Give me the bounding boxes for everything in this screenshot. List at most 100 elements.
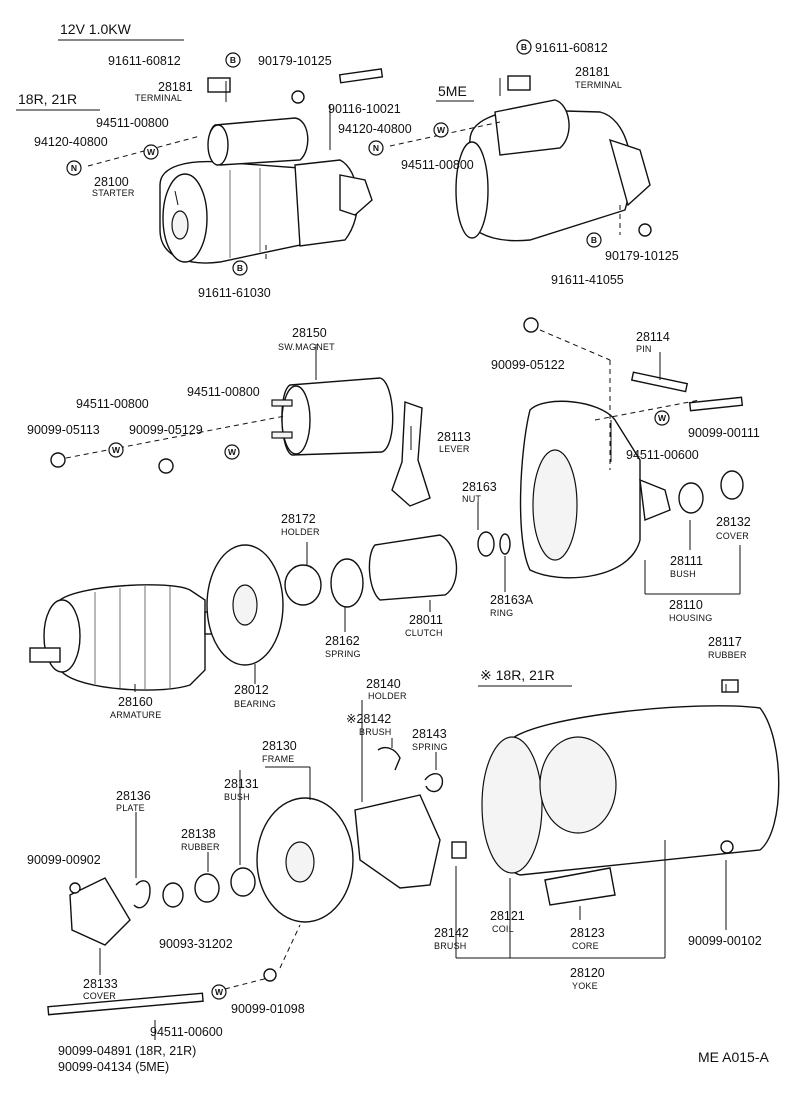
label-94511-00800-a: 94511-00800 [96, 116, 169, 130]
variant-5me-header: 5ME [438, 83, 467, 99]
label-28130: 28130 [262, 739, 297, 753]
rubber-28138 [194, 873, 220, 903]
badge-b-2: B [516, 39, 532, 55]
label-90099-00111: 90099-00111 [688, 426, 760, 440]
label-28100: 28100 [94, 175, 129, 189]
label-core: CORE [572, 941, 599, 951]
starter-assembly-5me [455, 99, 651, 242]
label-28163: 28163 [462, 480, 497, 494]
label-28163a: 28163A [490, 593, 534, 607]
rubber-28117 [721, 679, 739, 693]
label-28181-a: 28181 [158, 80, 193, 94]
label-rubber-a: RUBBER [708, 650, 747, 660]
label-90099-05122: 90099-05122 [491, 358, 565, 372]
label-91611-61030: 91611-61030 [198, 286, 271, 300]
nut-top-b [638, 223, 652, 237]
spring-28162 [330, 558, 364, 608]
spring-28143 [424, 773, 444, 793]
badge-w-1: W [143, 144, 159, 160]
part-labels: 91611-60812 91611-60812 90179-10125 9017… [27, 41, 762, 1074]
washer-31202 [162, 882, 184, 908]
label-28136: 28136 [116, 789, 151, 803]
label-28113: 28113 [437, 430, 471, 444]
label-rubber-b: RUBBER [181, 842, 220, 852]
starter-5me-nose [608, 138, 651, 207]
washer-01098 [263, 968, 277, 982]
housing-part [519, 400, 671, 579]
label-plate: PLATE [116, 803, 145, 813]
svg-text:B: B [237, 263, 243, 273]
label-sw-magnet: SW.MAGNET [278, 342, 335, 352]
armature-shaft-left [29, 647, 61, 663]
label-lever: LEVER [439, 444, 470, 454]
label-spring-b: SPRING [412, 742, 448, 752]
svg-text:W: W [228, 447, 237, 457]
terminal-bracket-a [207, 77, 231, 93]
badge-n-2: N [368, 140, 384, 156]
svg-text:B: B [521, 42, 527, 52]
leader-lines [99, 78, 741, 1040]
housing-nose [639, 478, 671, 521]
label-28121: 28121 [490, 909, 525, 923]
svg-text:W: W [437, 125, 446, 135]
label-28012: 28012 [234, 683, 269, 697]
label-90099-04134: 90099-04134 (5ME) [58, 1060, 169, 1074]
label-coil: COIL [492, 924, 514, 934]
badge-w-5: W [654, 410, 670, 426]
variant-yoke-header: ※ 18R, 21R [480, 667, 555, 683]
label-bush-a: BUSH [670, 569, 696, 579]
label-94511-00800-c: 94511-00800 [187, 385, 260, 399]
label-90179-10125-b: 90179-10125 [605, 249, 679, 263]
label-spring-a: SPRING [325, 649, 361, 659]
label-94511-00600-b: 94511-00600 [150, 1025, 223, 1039]
label-frame: FRAME [262, 754, 295, 764]
bush-28131 [230, 867, 256, 897]
switch-magnet-face [281, 385, 311, 455]
label-cover-a: COVER [716, 531, 749, 541]
label-28162: 28162 [325, 634, 360, 648]
label-28142-b: 28142 [434, 926, 469, 940]
screw-00902 [69, 882, 81, 894]
bolt-00111 [688, 396, 744, 412]
label-28131: 28131 [224, 777, 259, 791]
label-94120-40800-b: 94120-40800 [338, 122, 412, 136]
label-91611-60812-b: 91611-60812 [535, 41, 608, 55]
label-nut: NUT [462, 494, 481, 504]
label-holder-a: HOLDER [281, 527, 320, 537]
badge-w-2: W [433, 122, 449, 138]
label-94511-00600-a: 94511-00600 [626, 448, 699, 462]
label-90099-00902: 90099-00902 [27, 853, 101, 867]
yoke-part [481, 705, 780, 876]
nut-05129 [158, 458, 174, 474]
switch-magnet-part [271, 377, 394, 456]
armature-core [59, 584, 206, 691]
label-28172: 28172 [281, 512, 316, 526]
plate-28136 [133, 880, 151, 909]
holder-28172 [284, 564, 322, 606]
svg-text:W: W [658, 413, 667, 423]
svg-text:W: W [112, 445, 121, 455]
badge-b-4: B [586, 232, 602, 248]
svg-text:B: B [591, 235, 597, 245]
label-28138: 28138 [181, 827, 216, 841]
label-28150: 28150 [292, 326, 327, 340]
label-94120-40800-a: 94120-40800 [34, 135, 108, 149]
starter-5me-solenoid [494, 99, 570, 156]
solenoid-cap [207, 124, 229, 166]
nut-28163 [477, 531, 495, 557]
cover-28133 [69, 877, 131, 946]
label-holder-b: HOLDER [368, 691, 407, 701]
label-28140: 28140 [366, 677, 401, 691]
label-90093-31202: 90093-31202 [159, 937, 233, 951]
label-cover-b: COVER [83, 991, 116, 1001]
badge-b-1: B [225, 52, 241, 68]
screw-00102 [720, 840, 734, 854]
starter-assembly-18r [159, 117, 373, 264]
label-housing: HOUSING [669, 613, 712, 623]
label-28011: 28011 [409, 613, 443, 627]
brush-holder-28140 [354, 794, 441, 889]
badge-w-3: W [108, 442, 124, 458]
spec-header: 12V 1.0KW [60, 21, 132, 37]
svg-text:N: N [71, 163, 77, 173]
